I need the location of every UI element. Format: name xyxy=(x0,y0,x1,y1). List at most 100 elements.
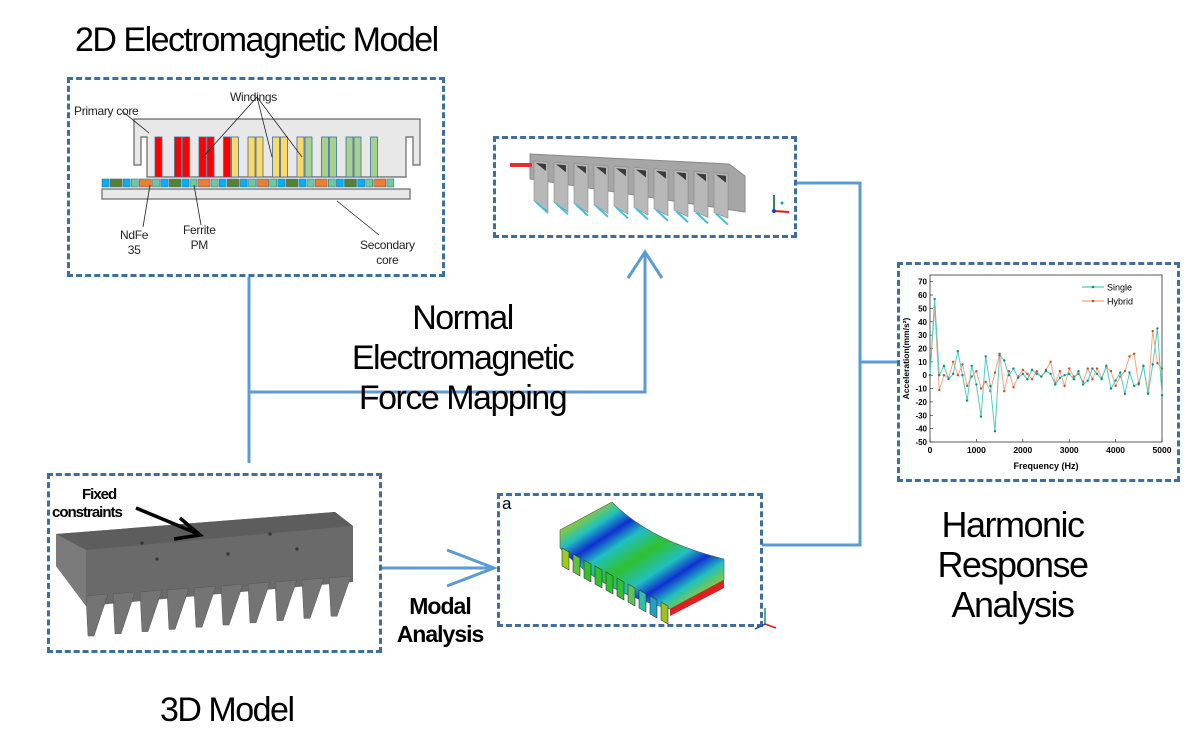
model3d-panel: Fixed constraints xyxy=(47,473,382,653)
winding-coil xyxy=(353,136,362,178)
data-point-single xyxy=(947,378,950,381)
fin xyxy=(553,161,569,213)
harmonic-label: Harmonic Response Analysis xyxy=(905,505,1120,625)
em-machine-diagram xyxy=(101,96,421,236)
data-point-single xyxy=(979,415,983,418)
data-point-hybrid xyxy=(984,380,987,384)
ferrite-leader xyxy=(193,184,202,226)
pm-segment xyxy=(277,178,286,188)
data-point-hybrid xyxy=(1021,368,1024,372)
force-mapped-mesh-image xyxy=(510,153,790,226)
data-point-hybrid xyxy=(1109,369,1113,373)
legend-marker xyxy=(1091,285,1095,289)
pm-segment xyxy=(168,178,181,188)
pm-segment xyxy=(218,178,227,188)
y-tick-label: -50 xyxy=(915,438,927,447)
data-point-hybrid xyxy=(975,369,978,373)
x-axis-label: Frequency (Hz) xyxy=(1013,461,1078,471)
winding-coil xyxy=(247,136,256,178)
fin xyxy=(220,583,244,626)
winding-leader xyxy=(256,96,273,158)
y-tick-label: -10 xyxy=(915,385,927,394)
winding-coil xyxy=(296,136,305,178)
data-point-single xyxy=(1160,394,1164,397)
fin xyxy=(638,589,647,613)
primary-core-leader xyxy=(121,110,150,134)
fin-slot xyxy=(536,163,546,171)
pm-segment xyxy=(327,178,336,188)
data-point-single xyxy=(965,399,969,402)
fixed-line2: constraints xyxy=(52,504,123,521)
fin-slot xyxy=(596,166,606,175)
secondary-line2: core xyxy=(376,253,399,267)
harmonic-line1: Harmonic xyxy=(941,504,1085,545)
data-point-hybrid xyxy=(1003,390,1006,393)
winding-coil xyxy=(345,136,354,178)
fin-contour xyxy=(675,210,689,223)
fin xyxy=(613,165,629,215)
fin-contour xyxy=(615,206,629,219)
data-point-single xyxy=(1095,372,1099,376)
x-tick-label: 3000 xyxy=(1060,445,1079,455)
data-point-single xyxy=(1114,379,1117,382)
fin-slot xyxy=(656,170,666,179)
windings-label: Windings xyxy=(230,90,277,104)
data-point-hybrid xyxy=(1128,355,1131,358)
data-point-hybrid xyxy=(1132,352,1136,356)
data-point-hybrid xyxy=(1068,367,1071,370)
data-point-single xyxy=(1151,363,1154,366)
fin xyxy=(193,585,217,628)
data-point-hybrid xyxy=(1058,369,1062,373)
data-point-single xyxy=(933,297,936,301)
fixed-constraints-label: Fixed constraints xyxy=(52,486,123,522)
pm-segment xyxy=(269,178,277,188)
pm-segment xyxy=(373,178,387,188)
data-point-hybrid xyxy=(1026,372,1029,376)
winding-coil xyxy=(231,136,239,178)
fin-slot xyxy=(576,165,586,174)
force-mapping-model-panel xyxy=(493,136,797,238)
data-point-single xyxy=(989,384,992,388)
data-point-single xyxy=(1021,372,1024,376)
data-point-single xyxy=(1044,369,1048,373)
y-tick-label: 0 xyxy=(923,371,928,380)
ndfe-label: NdFe 35 xyxy=(120,228,148,258)
fin-contour xyxy=(715,212,729,226)
em2d-panel: Primary core Windings NdFe 35 Ferrite PM… xyxy=(67,77,445,277)
em2d-title: 2D Electromagnetic Model xyxy=(75,21,439,59)
y-tick-label: 50 xyxy=(918,304,927,313)
fin-slot xyxy=(676,172,686,181)
fin xyxy=(112,591,136,635)
data-point-single xyxy=(1128,371,1131,374)
data-point-hybrid xyxy=(979,387,983,390)
y-tick-label: -40 xyxy=(915,425,927,434)
winding-coil xyxy=(272,136,280,178)
data-point-single xyxy=(952,372,955,376)
fin-slot xyxy=(696,173,706,182)
data-point-single xyxy=(1119,371,1122,374)
fin xyxy=(533,160,549,212)
data-point-single xyxy=(1156,327,1159,330)
data-point-single xyxy=(1007,374,1011,377)
data-point-single xyxy=(1081,383,1085,386)
data-point-hybrid xyxy=(1086,367,1089,370)
pm-segment xyxy=(386,178,395,188)
fin xyxy=(693,171,709,218)
data-point-single xyxy=(1105,364,1108,368)
winding-coil xyxy=(154,136,163,178)
data-point-hybrid xyxy=(1072,375,1076,378)
pm-segment xyxy=(256,178,269,188)
data-point-single xyxy=(1030,368,1034,372)
winding-coil xyxy=(174,136,182,178)
fin xyxy=(593,164,609,214)
secondary-leader xyxy=(336,200,380,236)
winding-leader xyxy=(256,96,303,158)
fin-contour xyxy=(595,205,609,218)
pm-segment xyxy=(344,178,357,188)
y-tick-label: -20 xyxy=(915,398,927,407)
data-point-hybrid xyxy=(1030,378,1034,381)
winding-coil xyxy=(255,136,264,178)
y-tick-label: 40 xyxy=(918,318,927,327)
data-point-hybrid xyxy=(956,374,960,377)
